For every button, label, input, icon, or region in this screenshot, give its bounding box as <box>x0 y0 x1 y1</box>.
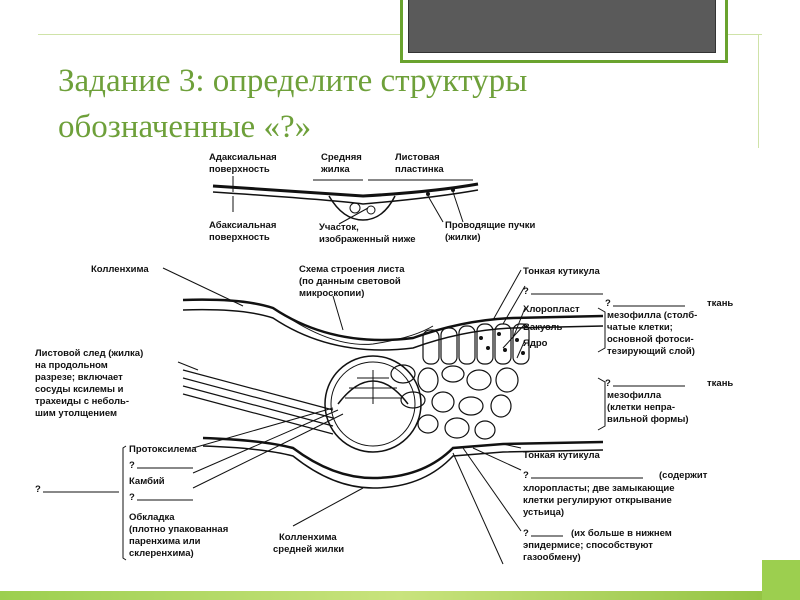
epidermis-note: (содержит <box>659 470 708 481</box>
title-line-2: обозначенные «?» <box>58 109 312 145</box>
tissue-label-2: ткань <box>707 378 733 389</box>
scheme-label-3: микроскопии) <box>299 288 364 299</box>
stoma-line-1: (их больше в нижнем <box>571 528 672 539</box>
leaf-trace-line-3: разрезе; включает <box>35 372 123 383</box>
mesophyll-2-line-3: вильной формы) <box>607 414 689 425</box>
mesophyll-2-line-1: мезофилла <box>607 390 662 401</box>
collenchyma-midrib-line-1: Колленхима <box>279 532 337 543</box>
leaf-cross-section: Колленхима Схема строения листа (по данн… <box>35 264 733 565</box>
leaf-diagram: Адаксиальная поверхность Средняя жилка Л… <box>33 148 760 591</box>
sheath-line-3: паренхима или <box>129 536 201 547</box>
blade-label-2: пластинка <box>395 164 444 175</box>
sheath-line-2: (плотно упакованная <box>129 524 228 535</box>
tissue-label-1: ткань <box>707 298 733 309</box>
adaxial-label-1: Адаксиальная <box>209 152 277 163</box>
leaf-trace-line-4: сосуды ксилемы и <box>35 384 124 395</box>
question-mark-tissue-1: ? <box>605 298 611 309</box>
question-mark-1: ? <box>523 286 529 297</box>
area-label-1: Участок, <box>319 222 359 233</box>
bundles-label-2: (жилки) <box>445 232 481 243</box>
bundles-label-1: Проводящие пучки <box>445 220 535 231</box>
slide-title: Задание 3: определите структуры обозначе… <box>58 58 718 150</box>
decor-bottom-bar <box>0 591 800 600</box>
sheath-line-4: склеренхима) <box>129 548 194 559</box>
stoma-line-3: газообмену) <box>523 552 581 563</box>
question-mark-stoma: ? <box>523 528 529 539</box>
mesophyll-2-line-2: (клетки непра- <box>607 402 675 413</box>
question-mark-left: ? <box>35 484 41 495</box>
stoma-line-2: эпидермисе; способствуют <box>523 540 653 551</box>
cambium-label: Камбий <box>129 476 165 487</box>
guard-line-2: клетки регулируют открывание <box>523 495 672 506</box>
decor-corner <box>762 560 800 600</box>
protoxylem-label: Протоксилема <box>129 444 197 455</box>
midrib-label-2: жилка <box>320 164 350 175</box>
scheme-label-1: Схема строения листа <box>299 264 405 275</box>
area-label-2: изображенный ниже <box>319 234 416 245</box>
top-leaf-overview: Адаксиальная поверхность Средняя жилка Л… <box>209 152 535 245</box>
question-mark-tissue-2: ? <box>605 378 611 389</box>
abaxial-label-1: Абаксиальная <box>209 220 276 231</box>
mesophyll-1-line-4: тезирующий слой) <box>607 346 695 357</box>
mesophyll-1-line-3: основной фотоси- <box>607 334 694 345</box>
collenchyma-label: Колленхима <box>91 264 149 275</box>
guard-line-3: устьица) <box>523 507 564 518</box>
leaf-trace-line-6: шим утолщением <box>35 408 117 419</box>
adaxial-label-2: поверхность <box>209 164 270 175</box>
title-line-1: Задание 3: определите структуры <box>58 63 528 99</box>
sheath-line-1: Обкладка <box>129 512 175 523</box>
leaf-trace-line-5: трахеиды с неболь- <box>35 396 129 407</box>
collenchyma-midrib-line-2: средней жилки <box>273 544 344 555</box>
question-mark-2: ? <box>129 460 135 471</box>
abaxial-label-2: поверхность <box>209 232 270 243</box>
mesophyll-1-line-1: мезофилла (столб- <box>607 310 697 321</box>
chloroplast-label: Хлоропласт <box>523 304 580 315</box>
thin-cuticle-bottom-label: Тонкая кутикула <box>523 450 601 461</box>
vacuole-label: Вакуоль <box>523 322 563 333</box>
leaf-trace-line-1: Листовой след (жилка) <box>35 348 143 359</box>
question-mark-3: ? <box>129 492 135 503</box>
question-mark-epidermis: ? <box>523 470 529 481</box>
midrib-label-1: Средняя <box>321 152 362 163</box>
thin-cuticle-top-label: Тонкая кутикула <box>523 266 601 277</box>
leaf-trace-line-2: на продольном <box>35 360 108 371</box>
mesophyll-1-line-2: чатые клетки; <box>607 322 673 333</box>
nucleus-label: Ядро <box>523 338 548 349</box>
guard-line-1: хлоропласты; две замыкающие <box>523 483 675 494</box>
decor-panel <box>408 0 716 53</box>
blade-label-1: Листовая <box>395 152 440 163</box>
scheme-label-2: (по данным световой <box>299 276 401 287</box>
